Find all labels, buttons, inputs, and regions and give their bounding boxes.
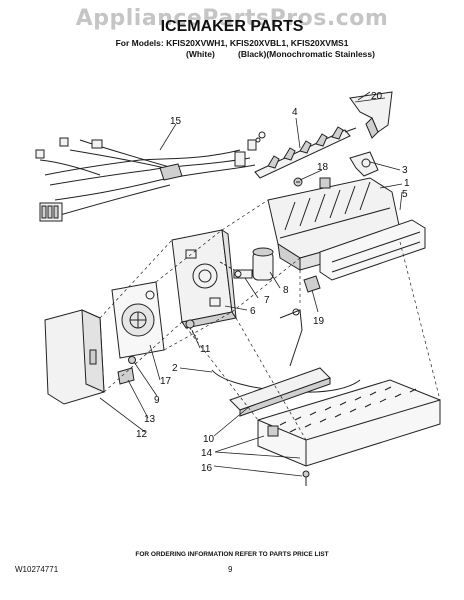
callout-2: 2 bbox=[172, 363, 178, 374]
callout-leader-lines bbox=[99, 91, 403, 477]
bearing-part bbox=[349, 151, 379, 177]
callout-16: 16 bbox=[201, 463, 213, 474]
callout-13: 13 bbox=[144, 414, 156, 425]
callout-numbers: 15 20 4 3 18 1 5 8 7 6 19 11 2 17 9 13 1… bbox=[136, 91, 410, 474]
module-screw-part bbox=[185, 319, 199, 341]
callout-18: 18 bbox=[317, 162, 329, 173]
module-cover-part bbox=[44, 309, 105, 405]
watermark-text: AppliancePartsPros.com bbox=[75, 6, 389, 31]
callout-7: 7 bbox=[264, 295, 270, 306]
callout-15: 15 bbox=[170, 116, 182, 127]
variant-black-ms-label: (Black)(Monochromatic Stainless) bbox=[238, 49, 375, 59]
callout-11: 11 bbox=[200, 344, 211, 355]
cover-screw-part bbox=[128, 356, 136, 364]
shaft-cam-part bbox=[233, 269, 253, 279]
callout-19: 19 bbox=[313, 316, 325, 327]
variant-white-label: (White) bbox=[186, 49, 215, 59]
motor-gear-part bbox=[252, 247, 274, 281]
ejector-blade-part bbox=[254, 126, 357, 179]
callout-9: 9 bbox=[154, 395, 160, 406]
control-module-housing-part bbox=[171, 228, 237, 329]
callout-10: 10 bbox=[203, 434, 215, 445]
callout-6: 6 bbox=[250, 306, 256, 317]
callout-3: 3 bbox=[402, 165, 408, 176]
callout-4: 4 bbox=[292, 107, 298, 118]
callout-1: 1 bbox=[404, 178, 410, 189]
wire-harness-part bbox=[35, 131, 266, 222]
side-cover-part bbox=[319, 219, 426, 281]
page-number: 9 bbox=[228, 565, 233, 574]
callout-17: 17 bbox=[160, 376, 172, 387]
callout-12: 12 bbox=[136, 429, 148, 440]
ordering-note: FOR ORDERING INFORMATION REFER TO PARTS … bbox=[135, 551, 329, 558]
callout-8: 8 bbox=[283, 285, 289, 296]
fill-cup-part bbox=[349, 91, 393, 139]
bin-screw-part bbox=[302, 470, 310, 486]
clip-part bbox=[303, 275, 321, 293]
model-list: For Models: KFIS20XVWH1, KFIS20XVBL1, KF… bbox=[115, 38, 349, 48]
document-number: W10274771 bbox=[15, 565, 59, 574]
assembly-guide-lines bbox=[99, 199, 441, 441]
page-title: ICEMAKER PARTS bbox=[160, 18, 304, 35]
switch-part bbox=[117, 367, 135, 385]
callout-14: 14 bbox=[201, 448, 213, 459]
motor-assembly-part bbox=[111, 281, 165, 359]
callout-5: 5 bbox=[402, 189, 408, 200]
callout-20: 20 bbox=[371, 91, 383, 102]
